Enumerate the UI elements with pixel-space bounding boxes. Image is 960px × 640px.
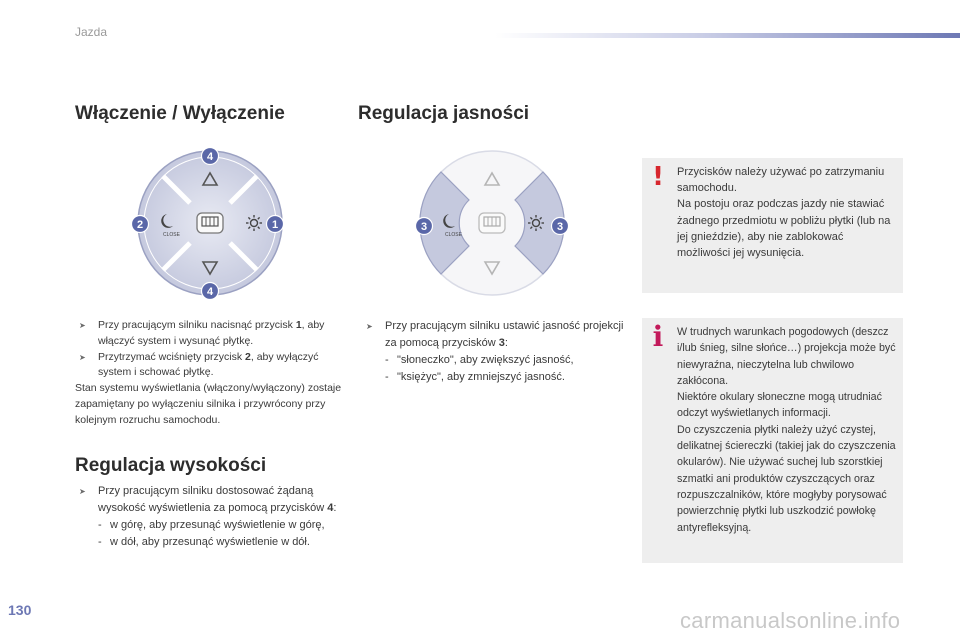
- height-instructions: ➤ Przy pracującym silniku dostosować żąd…: [75, 483, 345, 551]
- close-label: CLOSE: [445, 232, 463, 238]
- svg-text:4: 4: [207, 286, 214, 298]
- moon-icon: [443, 214, 455, 228]
- info-icon: i: [652, 320, 664, 353]
- on-off-instructions: ➤ Przy pracującym silniku nacisnąć przyc…: [75, 318, 345, 429]
- bullet-arrow-icon: ➤: [366, 322, 373, 331]
- title-on-off: Włączenie / Wyłączenie: [75, 103, 285, 124]
- watermark: carmanualsonline.info: [680, 608, 901, 633]
- arrow-up-icon: [483, 171, 501, 186]
- sun-icon: [246, 215, 262, 231]
- svg-text:3: 3: [557, 221, 563, 233]
- arrow-down-icon: [483, 261, 501, 276]
- info-box: i W trudnych warunkach pogodowych (deszc…: [642, 318, 903, 563]
- list-subitem: -w dół, aby przesunąć wyświetlenie w dół…: [98, 536, 310, 548]
- bullet-arrow-icon: ➤: [79, 487, 86, 496]
- title-height: Regulacja wysokości: [75, 455, 267, 476]
- info-text-3: Do czyszczenia płytki należy użyć czyste…: [677, 423, 896, 534]
- title-brightness: Regulacja jasności: [358, 103, 530, 124]
- warning-exclamation-icon: !: [652, 162, 664, 192]
- hud-control-diagram-on-off: CLOSE 4 4 2 1: [130, 146, 285, 300]
- info-text-1: W trudnych warunkach pogodowych (deszcz …: [677, 326, 896, 387]
- badge-3-left: 3: [414, 216, 434, 236]
- brightness-instructions: ➤ Przy pracującym silniku ustawić jasnoś…: [362, 318, 632, 386]
- list-subitem: -"księżyc", aby zmniejszyć jasność.: [385, 371, 565, 383]
- sun-icon: [528, 215, 544, 231]
- close-label: CLOSE: [163, 232, 181, 238]
- list-item: ➤ Przy pracującym silniku dostosować żąd…: [75, 483, 345, 551]
- badge-4-bottom: 4: [200, 281, 220, 300]
- list-item: ➤ Przy pracującym silniku ustawić jasnoś…: [362, 318, 632, 386]
- on-off-note: Stan systemu wyświetlania (włączony/wyłą…: [75, 382, 342, 426]
- section-header: Jazda: [75, 25, 108, 39]
- badge-3-right: 3: [550, 216, 570, 236]
- header-gradient-bar: [495, 33, 960, 38]
- list-subitem: -w górę, aby przesunąć wyświetlenie w gó…: [98, 519, 325, 531]
- page-number: 130: [8, 602, 32, 618]
- arrow-down-icon: [201, 261, 219, 276]
- svg-text:1: 1: [272, 219, 278, 231]
- list-item: ➤ Przytrzymać wciśnięty przycisk 2, aby …: [79, 350, 319, 379]
- badge-1: 1: [265, 214, 285, 234]
- bullet-arrow-icon: ➤: [79, 321, 86, 330]
- svg-text:2: 2: [137, 219, 143, 231]
- warning-text-2: Na postoju oraz podczas jazdy nie stawia…: [677, 198, 891, 260]
- badge-4-top: 4: [200, 146, 220, 166]
- moon-icon: [161, 214, 173, 228]
- hud-control-diagram-brightness: CLOSE 3 3: [414, 150, 570, 296]
- warning-box: ! Przycisków należy używać po zatrzymani…: [642, 158, 903, 293]
- bullet-arrow-icon: ➤: [79, 352, 86, 362]
- svg-text:3: 3: [421, 221, 427, 233]
- arrow-up-icon: [201, 171, 219, 186]
- info-text-2: Niektóre okulary słoneczne mogą utrudnia…: [677, 391, 882, 420]
- svg-text:4: 4: [207, 151, 214, 163]
- warning-text-1: Przycisków należy używać po zatrzymaniu …: [677, 166, 885, 195]
- list-item: ➤ Przy pracującym silniku nacisnąć przyc…: [79, 319, 325, 347]
- list-subitem: -"słoneczko", aby zwiększyć jasność,: [385, 354, 574, 366]
- badge-2: 2: [130, 214, 150, 234]
